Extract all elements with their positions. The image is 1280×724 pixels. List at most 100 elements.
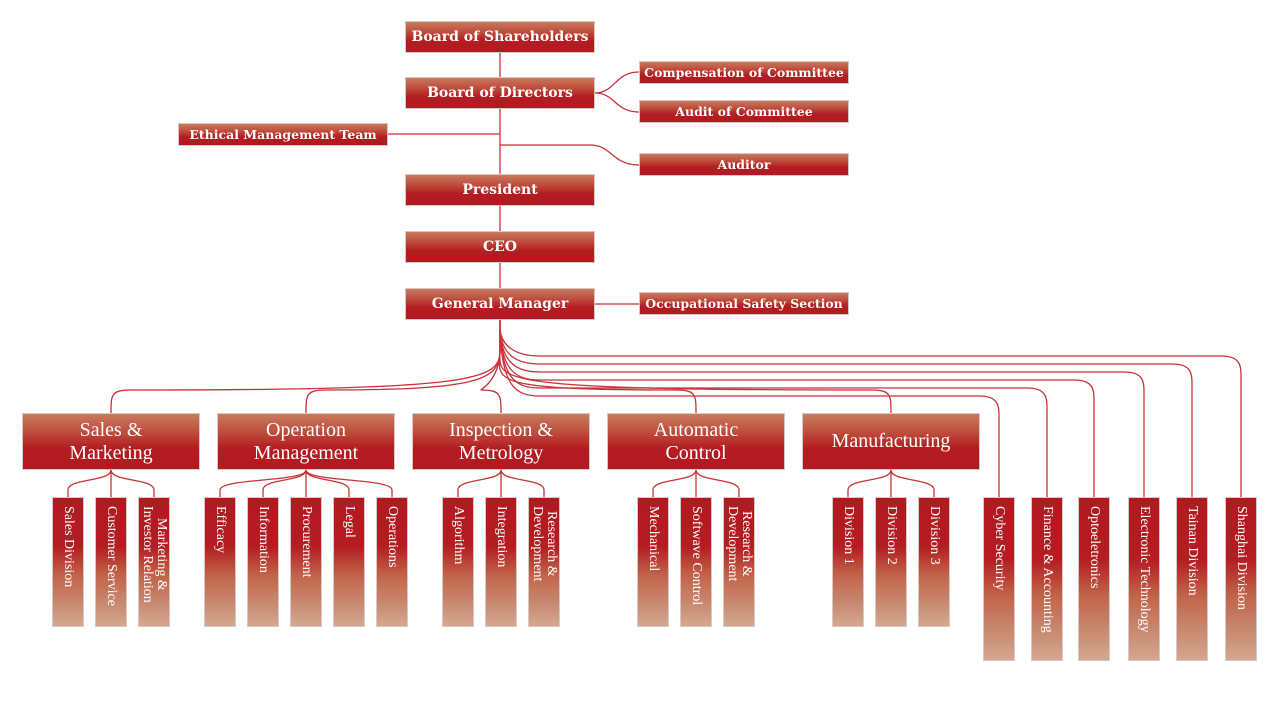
- connector-unit: [262, 469, 307, 497]
- connector-compensation: [594, 71, 640, 94]
- unit-automatic-control-1[interactable]: Softwave Control: [680, 497, 712, 627]
- connector-direct: [499, 329, 1095, 497]
- connector-division: [498, 320, 697, 414]
- unit-automatic-control-0[interactable]: Mechanical: [637, 497, 669, 627]
- unit-automatic-control-2-label: Research & Development: [725, 506, 754, 582]
- node-ceo-label: CEO: [482, 238, 517, 255]
- unit-automatic-control-2[interactable]: Research & Development: [723, 497, 755, 627]
- unit-operation-management-1-label: Information: [256, 506, 271, 573]
- connector-division: [499, 320, 892, 414]
- unit-manufacturing-2-label: Division 3: [927, 506, 942, 565]
- unit-sales-marketing-1[interactable]: Customer Service: [95, 497, 127, 627]
- unit-operation-management-2[interactable]: Procurement: [290, 497, 322, 627]
- unit-sales-marketing-2[interactable]: Marketing & Investor Relation: [138, 497, 170, 627]
- unit-inspection-metrology-1-label: Integration: [494, 506, 509, 568]
- node-president-label: President: [462, 181, 538, 198]
- node-auditor-label: Auditor: [717, 156, 771, 172]
- node-board-of-directors[interactable]: Board of Directors: [405, 77, 595, 109]
- direct-unit-5[interactable]: Shanghai Division: [1225, 497, 1257, 661]
- connector-division: [305, 320, 501, 414]
- node-ethical-management-team-label: Ethical Management Team: [189, 126, 377, 142]
- unit-inspection-metrology-2-label: Research & Development: [530, 506, 559, 582]
- unit-operation-management-0-label: Efficacy: [213, 506, 228, 554]
- node-compensation-committee-label: Compensation of Committee: [644, 64, 844, 80]
- division-operation-management[interactable]: Operation Management: [217, 413, 395, 470]
- unit-manufacturing-1-label: Division 2: [884, 506, 899, 565]
- unit-automatic-control-1-label: Softwave Control: [689, 506, 704, 606]
- unit-operation-management-3[interactable]: Legal: [333, 497, 365, 627]
- division-manufacturing[interactable]: Manufacturing: [802, 413, 980, 470]
- unit-sales-marketing-0-label: Sales Division: [61, 506, 76, 588]
- connector-unit: [890, 469, 935, 497]
- unit-operation-management-3-label: Legal: [342, 506, 357, 538]
- connector-direct: [499, 329, 1048, 497]
- unit-inspection-metrology-0[interactable]: Algorithm: [442, 497, 474, 627]
- connector-direct: [499, 329, 1000, 497]
- node-occupational-safety-section[interactable]: Occupational Safety Section: [639, 292, 849, 315]
- unit-manufacturing-0[interactable]: Division 1: [832, 497, 864, 627]
- direct-unit-5-label: Shanghai Division: [1234, 506, 1249, 610]
- unit-sales-marketing-1-label: Customer Service: [104, 506, 119, 606]
- node-ethical-management-team[interactable]: Ethical Management Team: [178, 123, 388, 146]
- connector-unit: [695, 469, 740, 497]
- node-audit-committee[interactable]: Audit of Committee: [639, 100, 849, 123]
- node-president[interactable]: President: [405, 174, 595, 206]
- unit-manufacturing-1[interactable]: Division 2: [875, 497, 907, 627]
- connector-unit: [110, 469, 155, 497]
- unit-automatic-control-0-label: Mechanical: [646, 506, 661, 572]
- node-board-of-shareholders[interactable]: Board of Shareholders: [405, 21, 595, 53]
- connector-direct: [499, 329, 1242, 497]
- division-manufacturing-label: Manufacturing: [831, 430, 951, 452]
- division-sales-marketing[interactable]: Sales & Marketing: [22, 413, 200, 470]
- direct-unit-1-label: Finance & Accounting: [1040, 506, 1055, 633]
- direct-unit-0-label: Cyber Security: [992, 506, 1007, 591]
- division-sales-marketing-label: Sales & Marketing: [69, 418, 153, 464]
- connector-direct: [499, 329, 1193, 497]
- division-inspection-metrology-label: Inspection & Metrology: [449, 418, 553, 464]
- unit-manufacturing-0-label: Division 1: [841, 506, 856, 565]
- node-general-manager-label: General Manager: [431, 295, 569, 312]
- unit-sales-marketing-0[interactable]: Sales Division: [52, 497, 84, 627]
- unit-inspection-metrology-0-label: Algorithm: [451, 506, 466, 565]
- direct-unit-3-label: Electronic Technology: [1137, 506, 1152, 633]
- division-operation-management-label: Operation Management: [253, 418, 359, 464]
- direct-unit-2[interactable]: Optoeletronics: [1078, 497, 1110, 661]
- direct-unit-0[interactable]: Cyber Security: [983, 497, 1015, 661]
- node-general-manager[interactable]: General Manager: [405, 288, 595, 320]
- node-board-of-directors-label: Board of Directors: [427, 84, 573, 101]
- connector-unit: [67, 469, 112, 497]
- connector-unit: [305, 469, 393, 497]
- division-inspection-metrology[interactable]: Inspection & Metrology: [412, 413, 590, 470]
- unit-operation-management-0[interactable]: Efficacy: [204, 497, 236, 627]
- direct-unit-4[interactable]: Tainan Division: [1176, 497, 1208, 661]
- connector-unit: [847, 469, 892, 497]
- unit-operation-management-4-label: Operations: [385, 506, 400, 568]
- unit-sales-marketing-2-label: Marketing & Investor Relation: [140, 506, 169, 603]
- connector-audit: [594, 92, 640, 113]
- connector-unit: [500, 469, 545, 497]
- direct-unit-2-label: Optoeletronics: [1087, 506, 1102, 589]
- node-compensation-committee[interactable]: Compensation of Committee: [639, 61, 849, 84]
- unit-operation-management-1[interactable]: Information: [247, 497, 279, 627]
- connector-unit: [305, 469, 350, 497]
- node-occupational-safety-section-label: Occupational Safety Section: [645, 295, 843, 311]
- unit-inspection-metrology-2[interactable]: Research & Development: [528, 497, 560, 627]
- direct-unit-3[interactable]: Electronic Technology: [1128, 497, 1160, 661]
- division-automatic-control-label: Automatic Control: [653, 418, 739, 464]
- unit-operation-management-2-label: Procurement: [299, 506, 314, 578]
- connector-unit: [457, 469, 502, 497]
- unit-operation-management-4[interactable]: Operations: [376, 497, 408, 627]
- node-ceo[interactable]: CEO: [405, 231, 595, 263]
- unit-manufacturing-2[interactable]: Division 3: [918, 497, 950, 627]
- unit-inspection-metrology-1[interactable]: Integration: [485, 497, 517, 627]
- connector-division: [480, 320, 502, 414]
- connector-auditor: [500, 144, 640, 166]
- division-automatic-control[interactable]: Automatic Control: [607, 413, 785, 470]
- node-audit-committee-label: Audit of Committee: [675, 103, 813, 119]
- direct-unit-4-label: Tainan Division: [1185, 506, 1200, 596]
- connector-division: [110, 320, 501, 414]
- connector-direct: [499, 329, 1145, 497]
- direct-unit-1[interactable]: Finance & Accounting: [1031, 497, 1063, 661]
- node-auditor[interactable]: Auditor: [639, 153, 849, 176]
